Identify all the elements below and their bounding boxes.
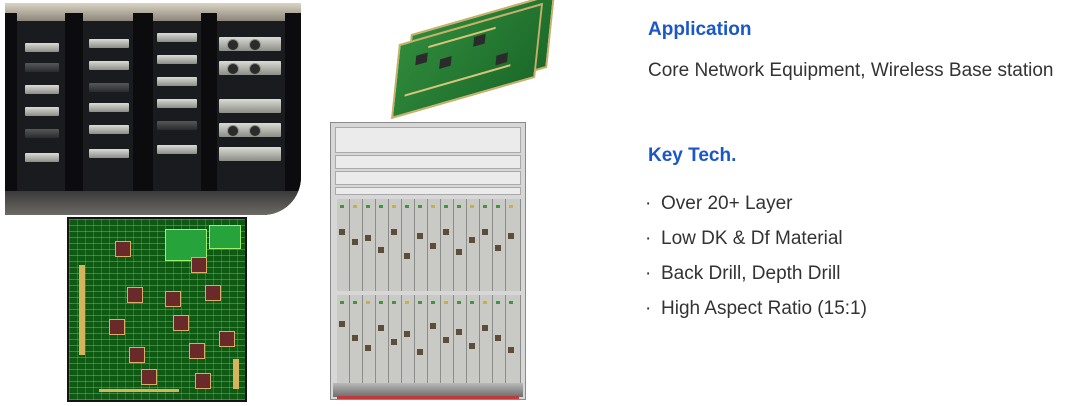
key-tech-item: · Over 20+ Layer xyxy=(645,186,867,221)
application-text: Core Network Equipment, Wireless Base st… xyxy=(648,60,1054,81)
server-rack-photo xyxy=(5,3,301,215)
key-tech-heading: Key Tech. xyxy=(648,145,737,166)
key-tech-item-label: Over 20+ Layer xyxy=(661,192,793,214)
key-tech-item: · Low DK & Df Material xyxy=(645,221,867,256)
bullet-icon: · xyxy=(645,262,652,284)
key-tech-list: · Over 20+ Layer · Low DK & Df Material … xyxy=(645,186,867,326)
application-heading: Application xyxy=(648,19,752,40)
key-tech-item: · High Aspect Ratio (15:1) xyxy=(645,291,867,326)
pcb-board-image xyxy=(382,0,556,120)
bullet-icon: · xyxy=(645,227,652,249)
network-chassis-image xyxy=(330,122,526,400)
bullet-icon: · xyxy=(645,192,652,214)
key-tech-item: · Back Drill, Depth Drill xyxy=(645,256,867,291)
pcb-layout-image xyxy=(67,217,247,402)
bullet-icon: · xyxy=(645,297,652,319)
key-tech-item-label: High Aspect Ratio (15:1) xyxy=(661,297,867,319)
key-tech-item-label: Low DK & Df Material xyxy=(661,227,843,249)
key-tech-item-label: Back Drill, Depth Drill xyxy=(661,262,841,284)
